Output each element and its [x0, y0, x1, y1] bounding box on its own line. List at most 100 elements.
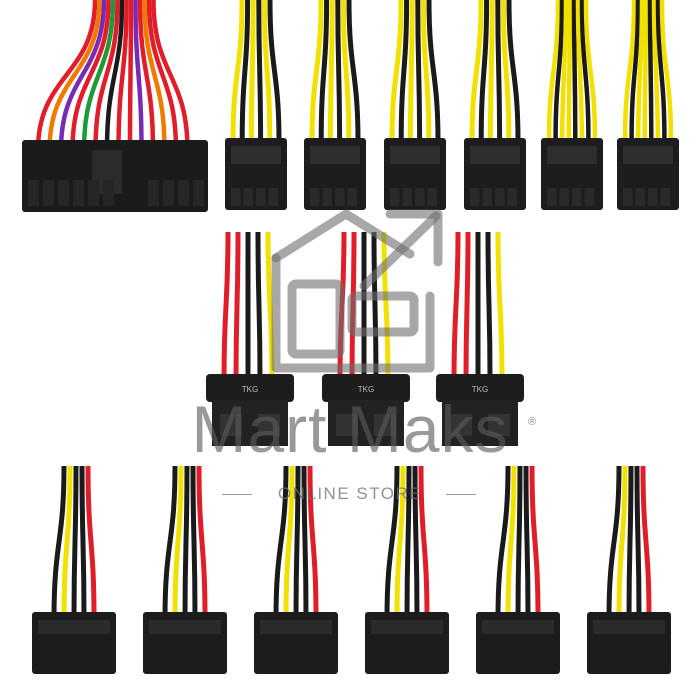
eps-connector-latch	[547, 146, 597, 164]
wire	[451, 231, 461, 381]
pcie-connector-latch	[231, 146, 281, 164]
sata-connector	[587, 465, 671, 674]
wire	[196, 465, 208, 619]
sata-top-rib	[149, 620, 221, 634]
wire	[415, 0, 423, 143]
wire	[635, 0, 645, 143]
pcie-connector-pin-slot	[415, 188, 425, 206]
wire	[256, 0, 264, 143]
wire	[579, 0, 591, 143]
wire	[553, 0, 565, 143]
pcie-connector-pin-slot	[243, 188, 253, 206]
wire	[340, 0, 352, 143]
wire	[58, 0, 107, 151]
pcie-connector-pin-slot	[427, 188, 437, 206]
eps-connector-latch	[623, 146, 673, 164]
pcie-connector	[384, 0, 446, 210]
wire	[335, 0, 343, 143]
main-power-connector	[22, 0, 208, 212]
wire	[137, 0, 156, 151]
wire	[307, 465, 319, 619]
wire	[301, 465, 309, 619]
wire	[81, 0, 116, 151]
wire	[283, 465, 295, 619]
pcie-connector-latch	[470, 146, 520, 164]
wire	[485, 231, 493, 381]
pcie-connector-pin-slot	[335, 188, 345, 206]
wire	[626, 465, 634, 619]
sata-connector	[254, 465, 338, 674]
store-house-icon	[271, 209, 443, 373]
molex-connector: TKG	[206, 231, 294, 446]
wire	[566, 0, 573, 143]
sata-connector	[143, 465, 227, 674]
wire	[221, 231, 231, 381]
molex-socket	[450, 414, 472, 436]
wire	[571, 0, 578, 143]
pcie-connector-pin-slot	[390, 188, 400, 206]
pcie-connector-pin-slot	[470, 188, 480, 206]
wire	[142, 0, 167, 151]
wire	[61, 465, 73, 619]
wire	[71, 465, 79, 619]
eps-connector-pin-slot	[623, 188, 633, 206]
wire	[640, 465, 652, 619]
molex-label: TKG	[358, 385, 374, 394]
wire	[190, 465, 198, 619]
molex-top	[436, 374, 524, 402]
main-power-pin-slot	[28, 180, 39, 206]
wire	[659, 0, 674, 143]
eps-connector	[541, 0, 603, 210]
wire	[478, 0, 490, 143]
wire	[495, 231, 505, 381]
main-power-pin-slot	[148, 180, 159, 206]
wire	[127, 0, 134, 151]
main-power-pin-slot	[88, 180, 99, 206]
wire	[327, 0, 335, 143]
main-power-pin-slot	[58, 180, 69, 206]
wire	[79, 465, 87, 619]
wire	[463, 231, 471, 381]
wire	[469, 0, 484, 143]
wire	[273, 465, 289, 619]
wire	[230, 0, 245, 143]
pcie-connector-latch	[390, 146, 440, 164]
wire	[233, 231, 241, 381]
wire	[529, 465, 541, 619]
wire	[398, 0, 410, 143]
wire	[546, 0, 561, 143]
wire	[394, 465, 406, 619]
watermark-rule-right	[446, 494, 476, 495]
wire	[162, 465, 178, 619]
pcie-connector	[464, 0, 526, 210]
wire	[495, 465, 511, 619]
wire	[318, 0, 330, 143]
main-power-pin-slot	[163, 180, 174, 206]
pcie-connector	[225, 0, 287, 210]
wire	[70, 0, 111, 151]
wire	[647, 0, 654, 143]
sata-connectors-row	[32, 465, 671, 674]
main-power-pin-slot	[193, 180, 204, 206]
pcie-connector-pin-slot	[231, 188, 241, 206]
wire	[634, 465, 642, 619]
main-power-pin-slot	[73, 180, 84, 206]
wire	[133, 0, 144, 151]
molex-label: TKG	[242, 385, 258, 394]
pcie-connector-pin-slot	[268, 188, 278, 206]
pcie-connector	[304, 0, 366, 210]
wire	[523, 465, 531, 619]
wire	[500, 0, 512, 143]
sata-top-rib	[593, 620, 665, 634]
wire	[293, 465, 301, 619]
molex-top	[206, 374, 294, 402]
wire	[651, 0, 661, 143]
wire	[629, 0, 641, 143]
wire	[606, 465, 622, 619]
molex-socket	[220, 414, 242, 436]
main-power-pin-slot	[43, 180, 54, 206]
wire	[495, 0, 503, 143]
eps-connector-pin-slot	[648, 188, 658, 206]
sata-top-rib	[482, 620, 554, 634]
